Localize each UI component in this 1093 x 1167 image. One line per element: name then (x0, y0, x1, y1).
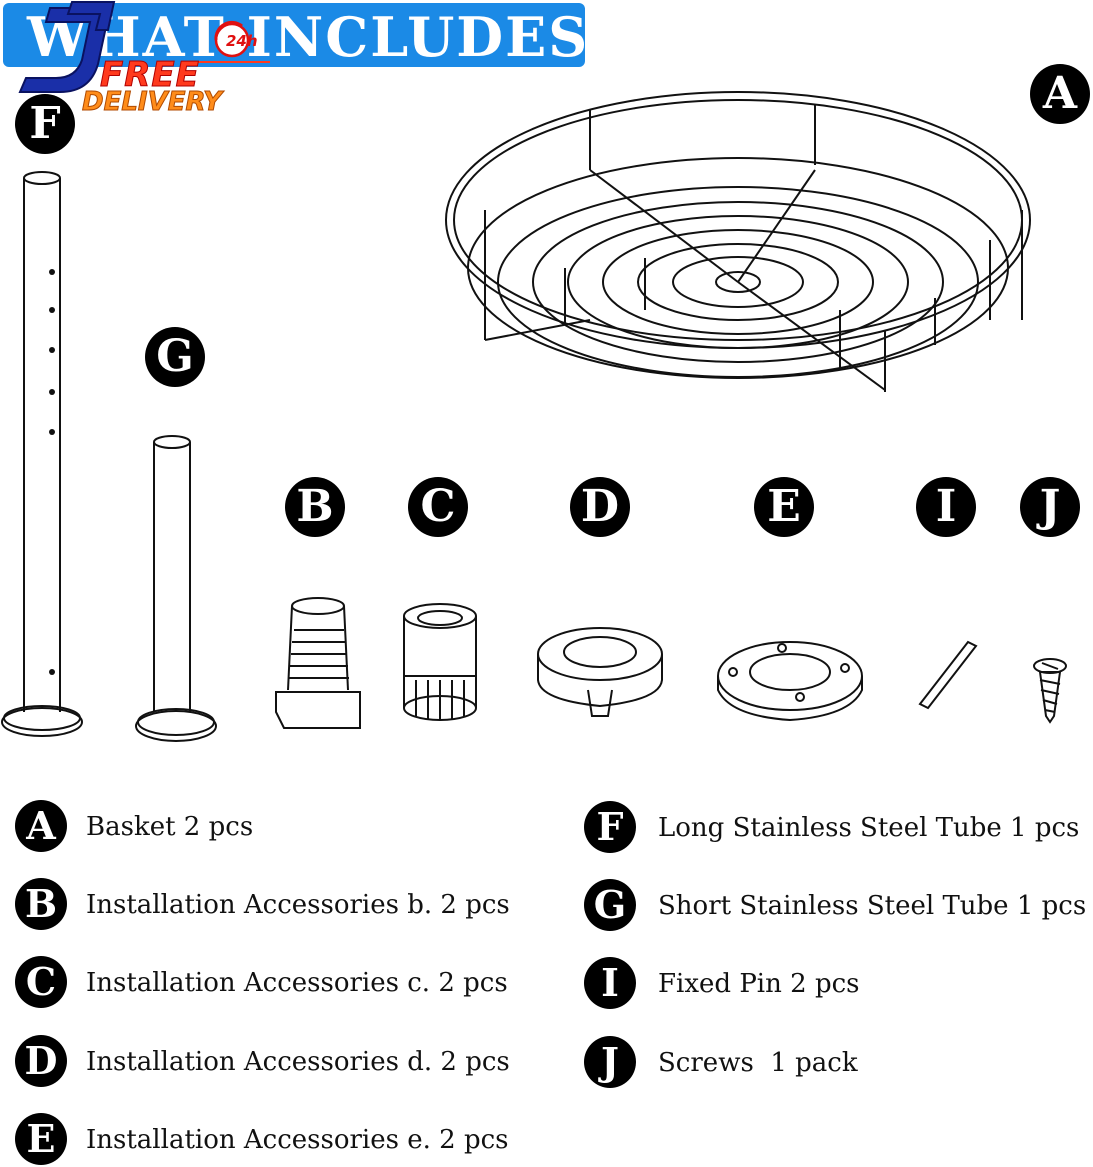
logo-24h-badge: 24h (226, 32, 258, 50)
legend-label-i: Fixed Pin 2 pcs (658, 969, 860, 999)
logo-free-text: FREE (100, 55, 200, 95)
legend-badge-c: C (15, 956, 67, 1008)
legend-label-a: Basket 2 pcs (86, 812, 254, 842)
legend-label-b: Installation Accessories b. 2 pcs (86, 890, 510, 920)
legend-label-j: Screws 1 pack (658, 1048, 858, 1078)
coupling-illustration (403, 603, 477, 721)
brand-logo: 24h FREE DELIVERY (10, 0, 280, 130)
logo-mark-icon (18, 0, 270, 93)
legend-label-f: Long Stainless Steel Tube 1 pcs (658, 813, 1080, 843)
legend-badge-a: A (15, 800, 67, 852)
legend-label-e: Installation Accessories e. 2 pcs (86, 1125, 509, 1155)
legend-badge-g: G (584, 879, 636, 931)
diagram-badge-f: F (15, 94, 75, 154)
bushing-illustration (275, 597, 361, 729)
legend-badge-i: I (584, 957, 636, 1009)
diagram-badge-j: J (1020, 477, 1080, 537)
basket-illustration (445, 91, 1031, 392)
logo-delivery-text: DELIVERY (82, 87, 223, 117)
diagram-badge-a: A (1030, 64, 1090, 124)
legend-label-c: Installation Accessories c. 2 pcs (86, 968, 508, 998)
flange-illustration (717, 641, 863, 722)
legend-badge-b: B (15, 878, 67, 930)
diagram-badge-g: G (145, 327, 205, 387)
parts-diagram (1, 91, 1067, 742)
header-title: WHAT INCLUDES ? (27, 5, 644, 69)
locking-ring-illustration (537, 627, 663, 717)
short-tube-illustration (135, 435, 217, 742)
legend-badge-j: J (584, 1036, 636, 1088)
legend-label-d: Installation Accessories d. 2 pcs (86, 1047, 510, 1077)
screw-illustration (1033, 658, 1067, 724)
diagram-badge-d: D (570, 477, 630, 537)
diagram-badge-b: B (285, 477, 345, 537)
legend-badge-d: D (15, 1035, 67, 1087)
diagram-badge-c: C (408, 477, 468, 537)
legend-badge-e: E (15, 1113, 67, 1165)
legend-label-g: Short Stainless Steel Tube 1 pcs (658, 891, 1087, 921)
diagram-badge-e: E (754, 477, 814, 537)
long-tube-illustration (1, 171, 83, 737)
pin-illustration (918, 640, 978, 710)
diagram-badge-i: I (916, 477, 976, 537)
legend-badge-f: F (584, 801, 636, 853)
